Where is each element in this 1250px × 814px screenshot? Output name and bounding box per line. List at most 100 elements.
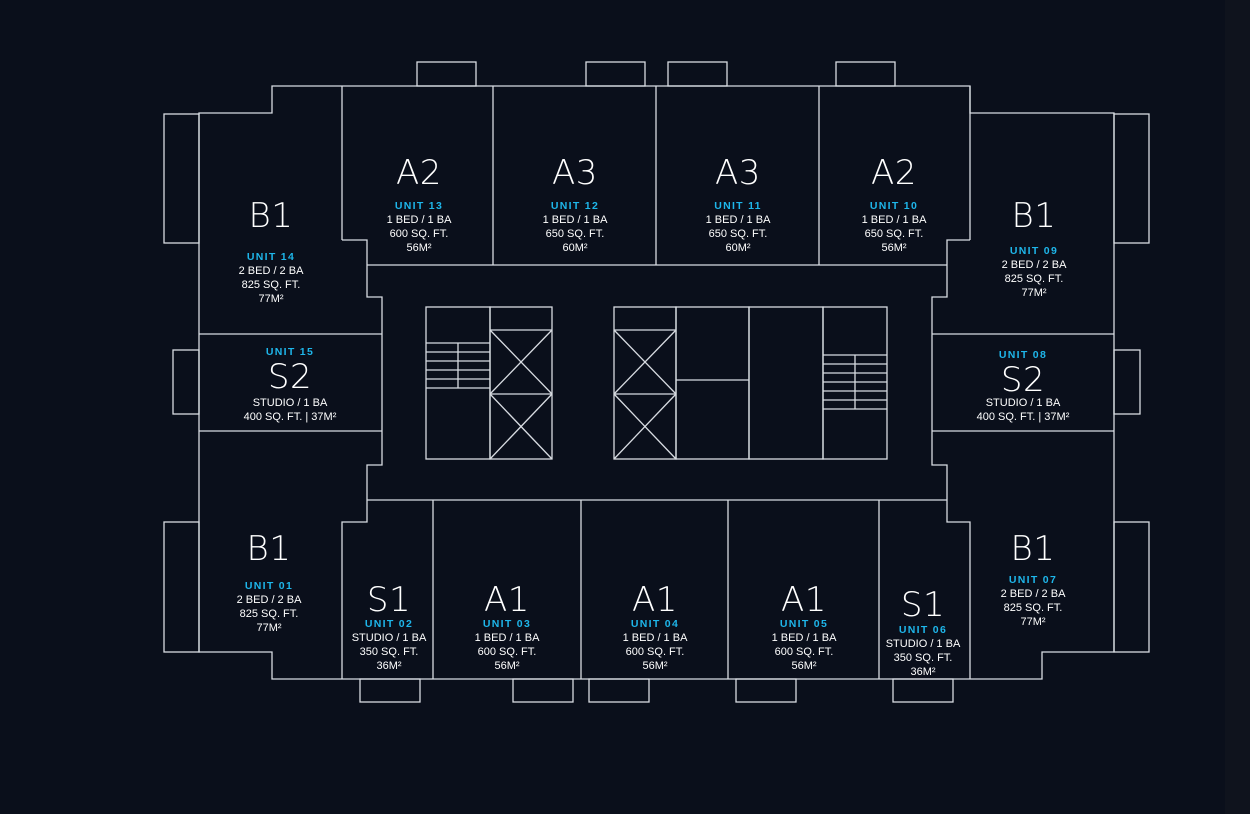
unit-beds: 1 BED / 1 BA [622, 632, 688, 644]
unit-15-label: UNIT 15 S2 STUDIO / 1 BA 400 SQ. FT. | 3… [244, 346, 337, 424]
unit-07-label: B1 UNIT 07 2 BED / 2 BA 825 SQ. FT. 77M² [1001, 531, 1066, 629]
unit-m2: 60M² [562, 242, 588, 254]
unit-number: UNIT 01 [244, 580, 294, 592]
unit-number: UNIT 03 [482, 618, 532, 630]
unit-type: B1 [246, 529, 292, 569]
unit-04-label: A1 UNIT 04 1 BED / 1 BA 600 SQ. FT. 56M² [623, 582, 688, 673]
balcony [172, 349, 200, 415]
balcony [416, 61, 477, 87]
unit-sqft: 350 SQ. FT. [359, 646, 419, 658]
unit-number: UNIT 05 [779, 618, 829, 630]
unit-number: UNIT 02 [364, 618, 414, 630]
unit-type: A3 [715, 153, 761, 193]
unit-sqft: 600 SQ. FT. [389, 228, 449, 240]
unit-type: A1 [484, 580, 530, 620]
unit-14-label: B1 UNIT 14 2 BED / 2 BA 825 SQ. FT. 77M² [239, 198, 304, 306]
unit-beds: 2 BED / 2 BA [1000, 588, 1066, 600]
unit-type: S1 [900, 585, 946, 625]
unit-sqft: 650 SQ. FT. [864, 228, 924, 240]
balcony [588, 678, 650, 703]
balcony [512, 678, 574, 703]
balcony [163, 521, 200, 653]
unit-type: A1 [632, 580, 678, 620]
unit-sqft: 650 SQ. FT. [708, 228, 768, 240]
unit-10-label: A2 UNIT 10 1 BED / 1 BA 650 SQ. FT. 56M² [862, 155, 927, 255]
balcony [1113, 349, 1141, 415]
unit-beds: 1 BED / 1 BA [386, 214, 452, 226]
unit-number: UNIT 15 [265, 346, 315, 358]
balcony [735, 678, 797, 703]
unit-01-label: B1 UNIT 01 2 BED / 2 BA 825 SQ. FT. 77M² [237, 531, 302, 635]
unit-m2: 56M² [406, 242, 432, 254]
unit-02-label: S1 UNIT 02 STUDIO / 1 BA 350 SQ. FT. 36M… [352, 582, 427, 673]
interior-walls [199, 86, 1114, 679]
unit-m2: 77M² [258, 293, 284, 305]
unit-beds: 1 BED / 1 BA [705, 214, 771, 226]
balcony [892, 678, 954, 703]
unit-05-label: A1 UNIT 05 1 BED / 1 BA 600 SQ. FT. 56M² [772, 582, 837, 673]
unit-beds: STUDIO / 1 BA [985, 397, 1061, 409]
unit-beds: STUDIO / 1 BA [885, 638, 961, 650]
unit-beds: 2 BED / 2 BA [236, 594, 302, 606]
unit-m2: 60M² [725, 242, 751, 254]
stairs-icon [822, 306, 888, 460]
unit-type: A2 [396, 153, 442, 193]
unit-sqft: 825 SQ. FT. [241, 279, 301, 291]
elevator-shaft-icon [613, 306, 677, 460]
unit-sqft: 825 SQ. FT. [1003, 602, 1063, 614]
unit-sqft: 600 SQ. FT. [774, 646, 834, 658]
balcony [1113, 113, 1150, 244]
unit-sqft: 825 SQ. FT. [1004, 273, 1064, 285]
unit-type: S2 [267, 357, 313, 397]
unit-m2: 56M² [791, 660, 817, 672]
unit-12-label: A3 UNIT 12 1 BED / 1 BA 650 SQ. FT. 60M² [543, 155, 608, 255]
unit-09-label: B1 UNIT 09 2 BED / 2 BA 825 SQ. FT. 77M² [1002, 198, 1067, 300]
balcony [585, 61, 646, 87]
unit-number: UNIT 09 [1009, 245, 1059, 257]
unit-m2: 77M² [1021, 287, 1047, 299]
unit-sqft: 350 SQ. FT. [893, 652, 953, 664]
balconies [163, 61, 1150, 703]
unit-number: UNIT 08 [998, 349, 1048, 361]
unit-m2: 36M² [376, 660, 402, 672]
unit-type: A2 [871, 153, 917, 193]
unit-m2: 56M² [494, 660, 520, 672]
unit-beds: 1 BED / 1 BA [542, 214, 608, 226]
unit-11-label: A3 UNIT 11 1 BED / 1 BA 650 SQ. FT. 60M² [706, 155, 771, 255]
unit-type: A3 [552, 153, 598, 193]
unit-beds: STUDIO / 1 BA [351, 632, 427, 644]
unit-sqft: 400 SQ. FT. | 37M² [976, 411, 1070, 423]
unit-beds: 2 BED / 2 BA [1001, 259, 1067, 271]
unit-06-label: S1 UNIT 06 STUDIO / 1 BA 350 SQ. FT. 36M… [886, 587, 961, 679]
stairs-icon [425, 306, 491, 460]
unit-type: S2 [1000, 360, 1046, 400]
balcony [835, 61, 896, 87]
unit-sqft: 600 SQ. FT. [477, 646, 537, 658]
unit-number: UNIT 12 [550, 200, 600, 212]
unit-m2: 77M² [1020, 616, 1046, 628]
unit-number: UNIT 06 [898, 624, 948, 636]
balcony [667, 61, 728, 87]
balcony [359, 678, 421, 703]
unit-m2: 77M² [256, 622, 282, 634]
unit-sqft: 400 SQ. FT. | 37M² [243, 411, 337, 423]
unit-beds: 1 BED / 1 BA [474, 632, 540, 644]
unit-beds: 1 BED / 1 BA [771, 632, 837, 644]
building-outline [198, 85, 1115, 680]
unit-number: UNIT 04 [630, 618, 680, 630]
unit-sqft: 600 SQ. FT. [625, 646, 685, 658]
unit-number: UNIT 11 [714, 200, 762, 212]
unit-sqft: 825 SQ. FT. [239, 608, 299, 620]
unit-sqft: 650 SQ. FT. [545, 228, 605, 240]
unit-03-label: A1 UNIT 03 1 BED / 1 BA 600 SQ. FT. 56M² [475, 582, 540, 673]
unit-type: S1 [366, 580, 412, 620]
unit-m2: 56M² [642, 660, 668, 672]
right-edge-strip [1225, 0, 1250, 814]
unit-number: UNIT 13 [394, 200, 444, 212]
unit-type: A1 [781, 580, 827, 620]
unit-08-label: UNIT 08 S2 STUDIO / 1 BA 400 SQ. FT. | 3… [977, 349, 1070, 424]
unit-13-label: A2 UNIT 13 1 BED / 1 BA 600 SQ. FT. 56M² [387, 155, 452, 255]
unit-beds: 2 BED / 2 BA [238, 265, 304, 277]
